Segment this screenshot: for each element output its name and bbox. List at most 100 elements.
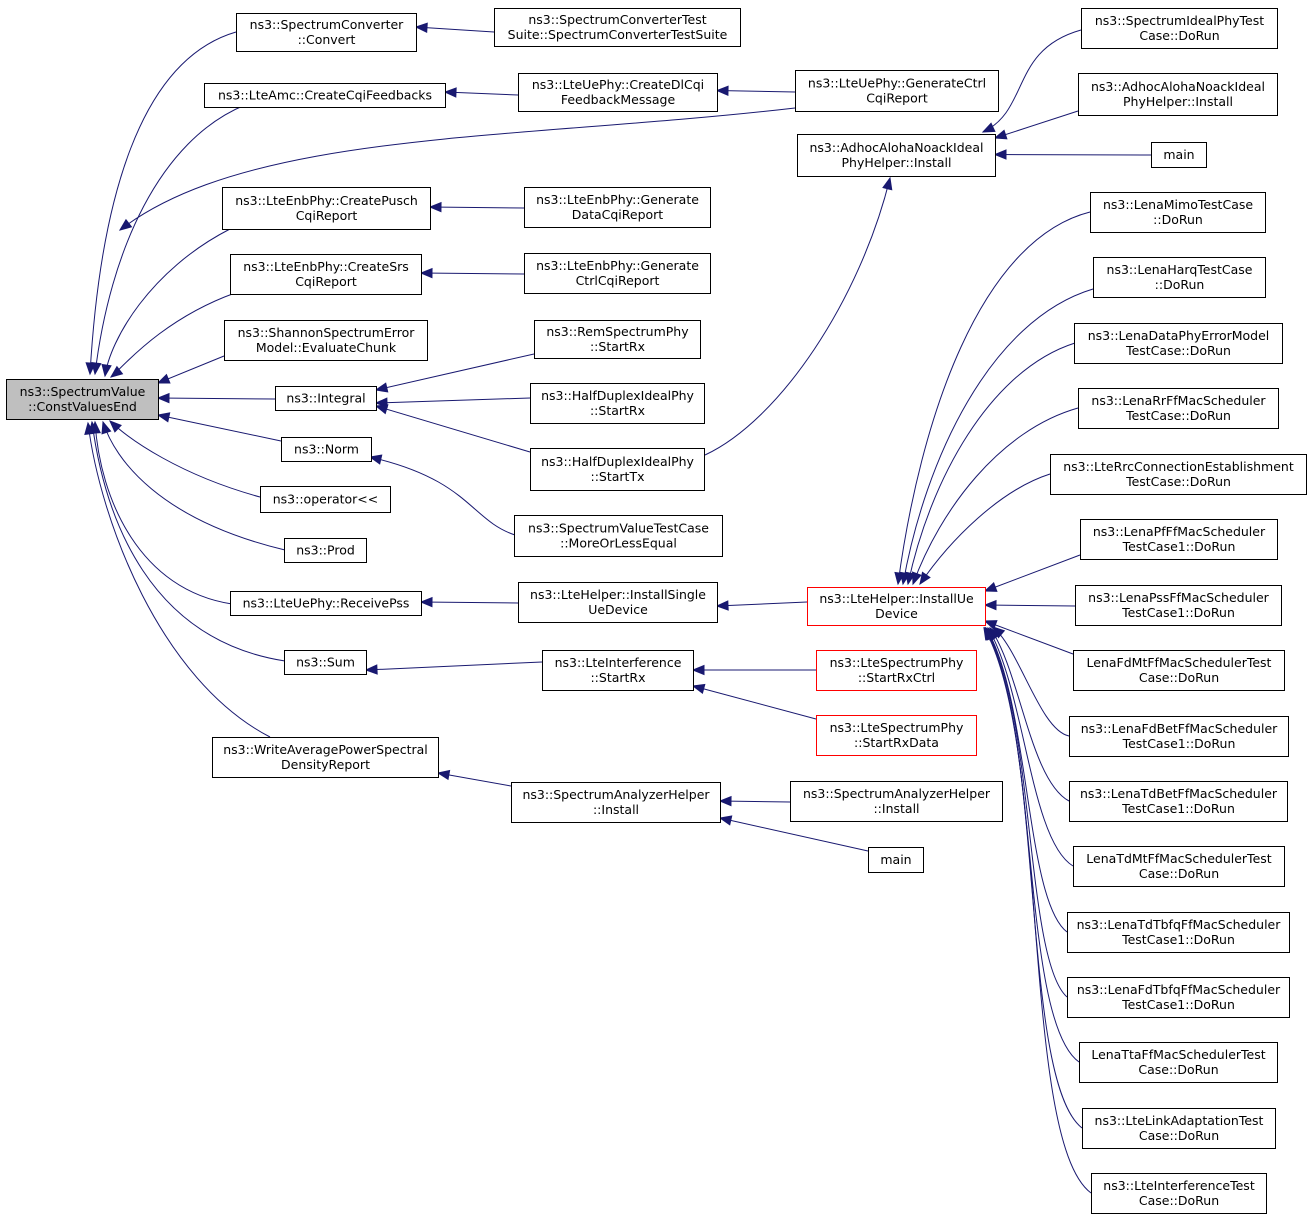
node-box-lteamc [204,83,446,108]
node-box-enb-genctrl [524,253,711,294]
node-label-t-tdmt: Case::DoRun [1139,866,1219,881]
node-label-svtest: ns3::SpectrumValueTestCase [528,521,709,536]
node-rem-startrx[interactable]: ns3::RemSpectrumPhy::StartRx [534,320,701,359]
edge-t-fdmt-to-helper-ue [984,620,1074,655]
edge-t-tdbet-to-helper-ue [989,627,1070,802]
node-svtest[interactable]: ns3::SpectrumValueTestCase::MoreOrLessEq… [514,515,723,557]
edge-analyzer-mid-to-write-avg-arrowhead [436,769,451,781]
node-main-bottom[interactable]: main [868,847,924,873]
node-label-t-rrff: TestCase::DoRun [1125,408,1231,423]
edge-ue-genctrl-to-root [119,107,796,231]
edge-t-rrc-to-helper-ue-arrowhead [919,571,931,586]
node-label-t-pssff: ns3::LenaPssFfMacScheduler [1088,590,1270,605]
node-norm[interactable]: ns3::Norm [281,437,372,462]
node-box-integral [275,386,377,411]
node-box-t-tdmt [1073,846,1285,887]
node-operator[interactable]: ns3::operator<< [260,486,391,513]
node-label-t-mimo: ::DoRun [1153,212,1203,227]
node-analyzer-mid[interactable]: ns3::SpectrumAnalyzerHelper::Install [511,782,721,823]
node-ue-receivepss[interactable]: ns3::LteUePhy::ReceivePss [230,591,422,616]
edge-prod-to-root [102,421,286,551]
node-label-t-dataphy: TestCase::DoRun [1125,343,1231,358]
node-label-t-interf: Case::DoRun [1139,1193,1219,1208]
node-box-sc-testsuite [494,8,741,47]
node-hd-starttx[interactable]: ns3::HalfDuplexIdealPhy::StartTx [530,448,705,491]
edge-helper-single-to-ue-receivepss-arrowhead [419,596,433,608]
node-interference[interactable]: ns3::LteInterference::StartRx [542,650,694,691]
node-aloha-install-mid[interactable]: ns3::AdhocAlohaNoackIdealPhyHelper::Inst… [797,134,996,177]
node-sum[interactable]: ns3::Sum [284,650,367,675]
edge-t-mimo-to-helper-ue [897,211,1091,585]
edge-t-tdtbfq-to-helper-ue [985,627,1068,933]
node-label-t-dataphy: ns3::LenaDataPhyErrorModel [1088,328,1270,343]
node-t-mimo[interactable]: ns3::LenaMimoTestCase::DoRun [1090,192,1266,233]
node-t-pfff[interactable]: ns3::LenaPfFfMacSchedulerTestCase1::DoRu… [1080,519,1278,560]
node-t-fdtbfq[interactable]: ns3::LenaFdTbfqFfMacSchedulerTestCase1::… [1067,977,1290,1018]
node-t-harq[interactable]: ns3::LenaHarqTestCase::DoRun [1093,257,1266,298]
edge-t-fdbet-to-helper-ue [992,626,1070,737]
node-t-pssff[interactable]: ns3::LenaPssFfMacSchedulerTestCase1::DoR… [1075,585,1282,626]
node-box-enb-gendata [524,187,711,228]
edge-ue-receivepss-to-root [94,421,233,605]
node-label-analyzer-mid: ns3::SpectrumAnalyzerHelper [522,787,710,802]
edge-analyzer-mid-to-write-avg [437,772,512,787]
node-label-spec-ctrl: ::StartRxCtrl [858,670,935,685]
node-write-avg[interactable]: ns3::WriteAveragePowerSpectralDensityRep… [212,737,439,778]
node-t-fdbet[interactable]: ns3::LenaFdBetFfMacSchedulerTestCase1::D… [1069,716,1289,757]
node-label-t-fdmt: LenaFdMtFfMacSchedulerTest [1087,655,1272,670]
node-spec-data[interactable]: ns3::LteSpectrumPhy::StartRxData [816,715,977,756]
node-sc-convert[interactable]: ns3::SpectrumConverter::Convert [236,13,417,52]
node-t-dataphy[interactable]: ns3::LenaDataPhyErrorModelTestCase::DoRu… [1074,323,1283,364]
node-box-sum [284,650,367,675]
edge-sc-testsuite-to-sc-convert [415,26,495,33]
node-label-t-tdbet: ns3::LenaTdBetFfMacScheduler [1080,786,1278,801]
edge-svtest-to-norm [369,456,516,536]
node-t-rrc[interactable]: ns3::LteRrcConnectionEstablishmentTestCa… [1050,454,1307,495]
node-box-ue-genctrl [795,70,999,112]
node-main-top[interactable]: main [1151,142,1207,168]
edge-t-tta-to-helper-ue [984,627,1080,1063]
node-label-ue-genctrl: ns3::LteUePhy::GenerateCtrl [808,76,986,91]
node-label-ue-receivepss: ns3::LteUePhy::ReceivePss [243,596,410,611]
node-box-helper-single [518,582,718,623]
node-prod[interactable]: ns3::Prod [284,538,367,563]
node-lteamc[interactable]: ns3::LteAmc::CreateCqiFeedbacks [204,83,446,108]
node-t-tdbet[interactable]: ns3::LenaTdBetFfMacSchedulerTestCase1::D… [1069,781,1288,822]
node-hd-startrx[interactable]: ns3::HalfDuplexIdealPhy::StartRx [530,383,705,424]
node-label-t-rrff: ns3::LenaRrFfMacScheduler [1091,393,1266,408]
edge-hd-starttx-to-aloha-install-mid-arrowhead [882,176,893,191]
node-t-tdtbfq[interactable]: ns3::LenaTdTbfqFfMacSchedulerTestCase1::… [1067,912,1290,953]
node-aloha-install-right[interactable]: ns3::AdhocAlohaNoackIdealPhyHelper::Inst… [1078,73,1278,116]
node-box-operator [260,486,391,513]
node-integral[interactable]: ns3::Integral [275,386,377,411]
node-label-analyzer-mid: ::Install [593,802,639,817]
node-sc-testsuite[interactable]: ns3::SpectrumConverterTestSuite::Spectru… [494,8,741,47]
node-shannon[interactable]: ns3::ShannonSpectrumErrorModel::Evaluate… [224,320,428,361]
node-ue-createdl[interactable]: ns3::LteUePhy::CreateDlCqiFeedbackMessag… [518,73,718,112]
node-label-t-fdbet: TestCase1::DoRun [1122,736,1236,751]
node-label-hd-startrx: ns3::HalfDuplexIdealPhy [541,388,694,403]
node-label-t-pfff: ns3::LenaPfFfMacScheduler [1093,524,1266,539]
node-box-main-bottom [868,847,924,873]
node-analyzer-right[interactable]: ns3::SpectrumAnalyzerHelper::Install [790,781,1003,822]
node-box-t-pssff [1075,585,1282,626]
edge-t-linkadapt-to-helper-ue [984,627,1083,1129]
node-spec-ctrl[interactable]: ns3::LteSpectrumPhy::StartRxCtrl [816,650,977,691]
node-box-sc-convert [236,13,417,52]
node-label-main-top: main [1163,147,1194,162]
edge-t-harq-to-helper-ue [902,288,1094,585]
